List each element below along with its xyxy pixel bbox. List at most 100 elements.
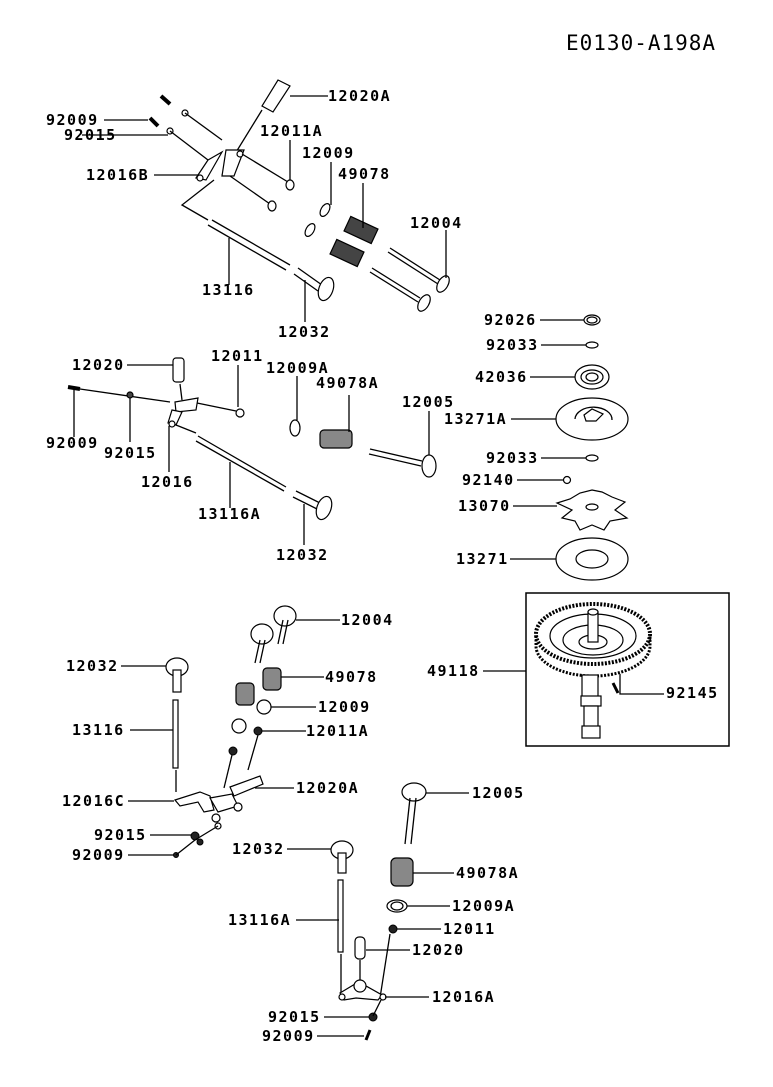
part-12016C[interactable] [173,791,243,830]
label-13070[interactable]: 13070 [458,497,511,515]
part-12011A[interactable] [267,179,295,212]
label-13116-b[interactable]: 13116 [72,721,125,739]
part-12004[interactable] [369,247,452,313]
label-13271A[interactable]: 13271A [444,410,507,428]
label-13116A-b[interactable]: 13116A [228,911,291,929]
part-12005-b[interactable] [401,782,427,845]
part-49078A-b[interactable] [390,857,414,887]
part-12016B[interactable] [195,149,289,205]
label-12032-b[interactable]: 12032 [276,546,329,564]
part-12020-b[interactable] [354,936,366,984]
label-12016B[interactable]: 12016B [86,166,149,184]
label-12020-b[interactable]: 12020 [412,941,465,959]
part-12004-b[interactable] [250,605,297,664]
label-12009A[interactable]: 12009A [266,359,329,377]
label-12009-b[interactable]: 12009 [318,698,371,716]
label-92026[interactable]: 92026 [484,311,537,329]
part-12016[interactable] [167,397,199,428]
label-12020A-b[interactable]: 12020A [296,779,359,797]
part-12005[interactable] [368,448,437,478]
label-12009A-b[interactable]: 12009A [452,897,515,915]
label-12005-b[interactable]: 12005 [472,784,525,802]
part-13116A[interactable] [175,424,287,492]
label-12011A[interactable]: 12011A [260,122,323,140]
part-12032-c[interactable] [165,657,189,693]
label-12016[interactable]: 12016 [141,473,194,491]
label-92009-d[interactable]: 92009 [262,1027,315,1045]
part-13116-b[interactable] [172,699,179,792]
label-92015-d[interactable]: 92015 [268,1008,321,1026]
part-12009A-b[interactable] [386,899,408,913]
label-13271[interactable]: 13271 [456,550,509,568]
part-13271[interactable] [555,537,629,581]
part-13116[interactable] [180,179,291,271]
part-49078-b[interactable] [235,667,282,706]
label-92033-a[interactable]: 92033 [486,336,539,354]
label-92140[interactable]: 92140 [462,471,515,489]
label-12032-d[interactable]: 12032 [232,840,285,858]
part-92009-d[interactable] [364,1029,372,1041]
label-12032[interactable]: 12032 [278,323,331,341]
part-12009A[interactable] [289,419,301,437]
group-lower-valve-train-b: 12005 12032 49078A 13116A 12009A 1201 [228,782,525,1045]
part-49078A[interactable] [319,429,353,449]
part-12016A[interactable] [338,979,387,1001]
part-92033-a[interactable] [585,341,599,349]
part-12020[interactable] [172,357,185,401]
label-49118[interactable]: 49118 [427,662,480,680]
label-92015-b[interactable]: 92015 [104,444,157,462]
label-42036[interactable]: 42036 [475,368,528,386]
label-92033-b[interactable]: 92033 [486,449,539,467]
label-13116[interactable]: 13116 [202,281,255,299]
part-49078[interactable] [329,215,379,268]
label-12032-c[interactable]: 12032 [66,657,119,675]
label-92015-c[interactable]: 92015 [94,826,147,844]
part-12032b[interactable] [292,490,335,522]
label-13116A[interactable]: 13116A [198,505,261,523]
part-92015b[interactable] [126,391,134,399]
label-92145[interactable]: 92145 [666,684,719,702]
part-12009[interactable] [303,202,332,238]
part-92015-c[interactable] [190,825,219,846]
label-12020[interactable]: 12020 [72,356,125,374]
part-13116A-b[interactable] [337,879,344,995]
label-12009[interactable]: 12009 [302,144,355,162]
label-12005[interactable]: 12005 [402,393,455,411]
part-92009-c[interactable] [173,839,196,858]
label-12004[interactable]: 12004 [410,214,463,232]
part-12032[interactable] [293,267,337,303]
label-12016A[interactable]: 12016A [432,988,495,1006]
label-49078A[interactable]: 49078A [316,374,379,392]
label-12020A[interactable]: 12020A [328,87,391,105]
part-12032-d[interactable] [330,840,354,874]
label-92015[interactable]: 92015 [64,126,117,144]
label-12004-b[interactable]: 12004 [341,611,394,629]
part-12011-b[interactable] [379,924,398,999]
label-12011[interactable]: 12011 [211,347,264,365]
part-12011[interactable] [196,402,245,418]
part-92145[interactable] [611,674,664,695]
part-92009[interactable] [148,94,172,128]
part-92015-d[interactable] [368,999,382,1022]
part-13271A[interactable] [555,397,629,441]
label-12016C[interactable]: 12016C [62,792,125,810]
part-92140[interactable] [562,475,572,485]
part-49118[interactable] [534,602,652,739]
part-92009b[interactable] [67,385,171,403]
part-92015[interactable] [166,109,223,161]
part-92026[interactable] [583,314,601,326]
label-49078[interactable]: 49078 [338,165,391,183]
label-49078-b[interactable]: 49078 [325,668,378,686]
label-92009-c[interactable]: 92009 [72,846,125,864]
part-13070[interactable] [555,489,629,531]
label-49078A-b[interactable]: 49078A [456,864,519,882]
part-12020A-b[interactable] [229,775,264,797]
label-92009[interactable]: 92009 [46,111,99,129]
label-12011-b[interactable]: 12011 [443,920,496,938]
part-12011A-b[interactable] [223,726,263,789]
part-12009-b[interactable] [231,699,272,734]
label-12011A-b[interactable]: 12011A [306,722,369,740]
part-92033-b[interactable] [585,454,599,462]
label-92009-b[interactable]: 92009 [46,434,99,452]
part-42036[interactable] [574,364,610,390]
